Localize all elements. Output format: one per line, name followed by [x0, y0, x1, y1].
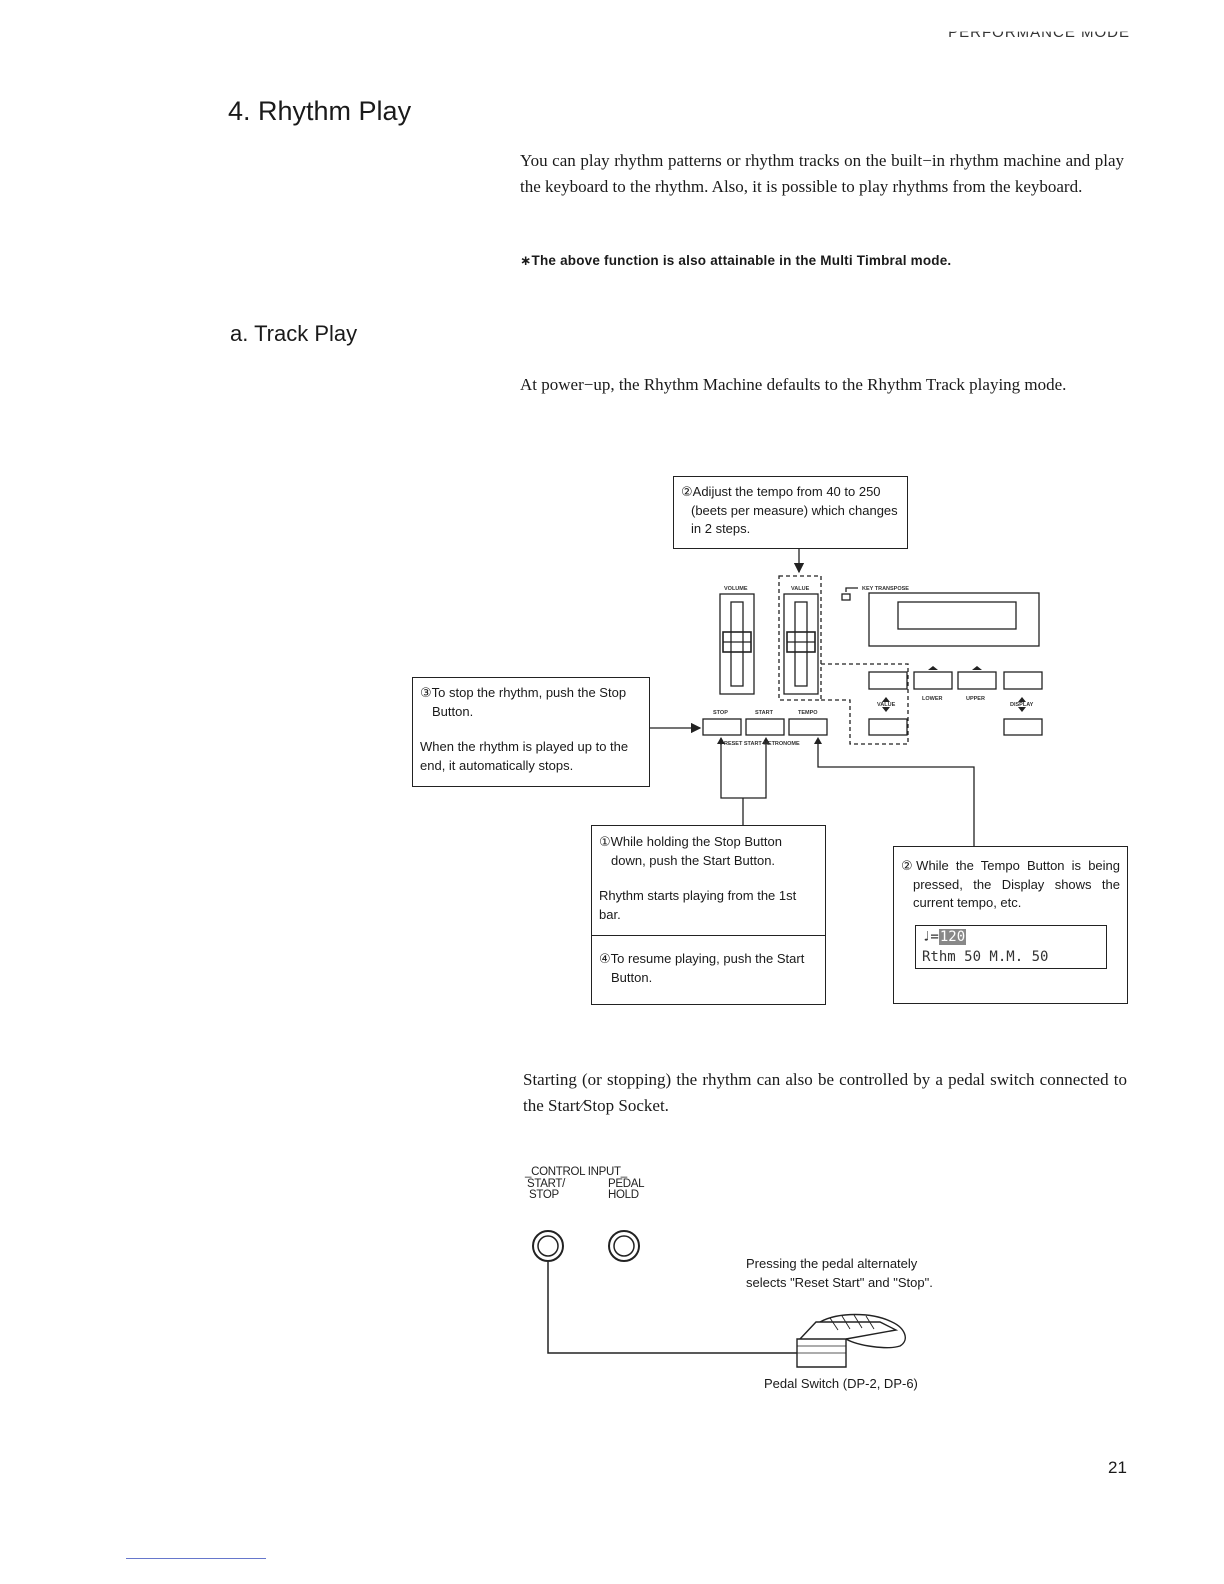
key-transpose-led [841, 593, 851, 601]
pedal-hold-label-2: HOLD [608, 1189, 639, 1201]
lower-label: LOWER [922, 696, 942, 702]
stop-label: STOP [713, 710, 728, 716]
panel-button [1003, 671, 1043, 690]
pedal-hold-label-1: PEDAL [608, 1178, 645, 1190]
pedal-paragraph: Starting (or stopping) the rhythm can al… [523, 1070, 1127, 1115]
display-label: DISPLAY [1010, 702, 1034, 708]
start-stop-label-1: START/ [527, 1178, 566, 1190]
stop-button [702, 718, 742, 736]
first-bar-text: Rhythm starts playing from the 1st bar. [599, 888, 797, 922]
key-transpose-label: KEY TRANSPOSE [862, 586, 909, 592]
multi-timbral-note: ∗The above function is also attainable i… [520, 253, 952, 268]
volume-slider [719, 593, 755, 695]
tempo-label: TEMPO [798, 710, 818, 716]
volume-label: VOLUME [724, 586, 748, 592]
tempo-adjust-text: ②Adijust the tempo from 40 to 250 (beets… [681, 484, 898, 536]
start-button [745, 718, 785, 736]
pedal-cable [547, 1262, 797, 1354]
value-small-label: VALUE [877, 702, 896, 708]
panel-display [868, 592, 1040, 647]
start-text: ①While holding the Stop Button down, pus… [599, 834, 782, 868]
display-button [1003, 718, 1043, 736]
value-dashed-frame [778, 575, 822, 701]
section-title: 4. Rhythm Play [228, 96, 412, 126]
tempo-display-callout: ②While the Tempo Button is being pressed… [893, 846, 1128, 1004]
page-number: 21 [1108, 1458, 1127, 1477]
value-slider [783, 593, 819, 695]
value-down-button [868, 718, 908, 736]
upper-label: UPPER [966, 696, 985, 702]
pedal-hold-jack [613, 1235, 635, 1257]
pedal-note-line1: Pressing the pedal alternately [746, 1256, 918, 1271]
tempo-display-text: ②While the Tempo Button is being pressed… [901, 858, 1120, 910]
reset-start-metronome-label: RESET START METRONOME [724, 741, 800, 747]
pedal-note-line2: selects "Reset Start" and "Stop". [746, 1275, 933, 1290]
stop-callout: ③To stop the rhythm, push the Stop Butto… [412, 677, 650, 787]
lcd-note-prefix: ♩= [922, 928, 939, 945]
power-up-paragraph: At power−up, the Rhythm Machine defaults… [520, 375, 1067, 394]
panel-button [913, 671, 953, 690]
subsection-title: a. Track Play [230, 321, 358, 346]
pedal-note: Pressing the pedal alternately selects "… [746, 1254, 933, 1292]
stop-text: ③To stop the rhythm, push the Stop Butto… [420, 685, 627, 719]
control-input-label: _CONTROL INPUT_ [525, 1166, 627, 1178]
auto-stop-text: When the rhythm is played up to the end,… [420, 739, 629, 773]
lcd-tempo-value: 120 [938, 928, 967, 945]
start-stop-jack [537, 1235, 559, 1257]
start-callout: ①While holding the Stop Button down, pus… [591, 825, 826, 1005]
lcd-readout: ♩=120 Rthm 50 M.M. 50 [915, 924, 1107, 969]
start-stop-label-2: STOP [529, 1189, 559, 1201]
footer-rule [126, 1558, 266, 1559]
intro-paragraph: You can play rhythm patterns or rhythm t… [520, 151, 1124, 196]
tempo-button [788, 718, 828, 736]
pedal-switch-illustration [796, 1313, 906, 1368]
start-label: START [755, 710, 774, 716]
tempo-adjust-callout: ②Adijust the tempo from 40 to 250 (beets… [673, 476, 908, 549]
panel-button [868, 671, 908, 690]
pedal-caption: Pedal Switch (DP-2, DP-6) [764, 1376, 918, 1391]
running-head: PERFORMANCE MODE [948, 24, 1130, 41]
value-label: VALUE [791, 586, 810, 592]
resume-text: ④To resume playing, push the Start Butto… [599, 951, 805, 985]
lcd-line2: Rthm 50 M.M. 50 [922, 948, 1049, 965]
panel-button [957, 671, 997, 690]
